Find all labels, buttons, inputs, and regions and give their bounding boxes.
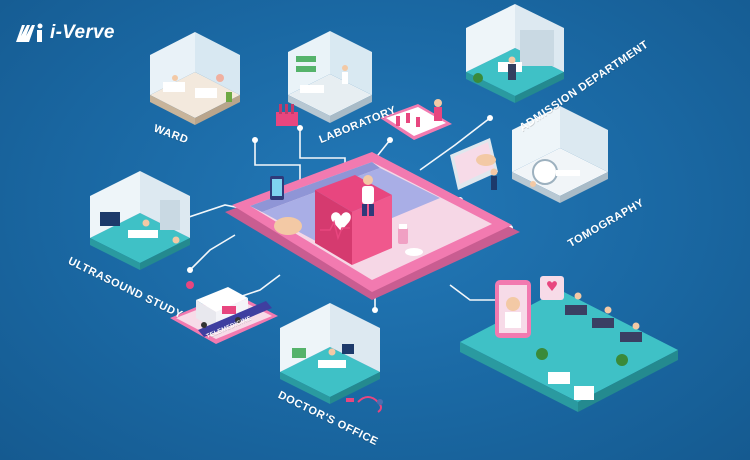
monitor-screen xyxy=(450,138,498,190)
ambulance-tablet xyxy=(170,287,278,344)
video-call-phone xyxy=(495,276,564,338)
brand-logo: i-Verve xyxy=(14,22,115,44)
waiting-room-platform xyxy=(460,290,678,412)
stethoscope-icon xyxy=(346,396,383,413)
lab-tablet xyxy=(380,99,452,140)
brand-name: i-Verve xyxy=(50,22,115,43)
tomography-room xyxy=(512,106,608,203)
ultrasound-room xyxy=(90,171,190,270)
admission-room xyxy=(466,4,564,103)
central-tablet xyxy=(225,152,520,300)
laboratory-room xyxy=(288,31,372,123)
doctors-office-room xyxy=(280,303,380,404)
balloon-marker xyxy=(186,281,194,289)
test-tubes xyxy=(276,104,298,126)
logo-mark-icon xyxy=(16,23,43,42)
ward-room xyxy=(150,32,240,125)
